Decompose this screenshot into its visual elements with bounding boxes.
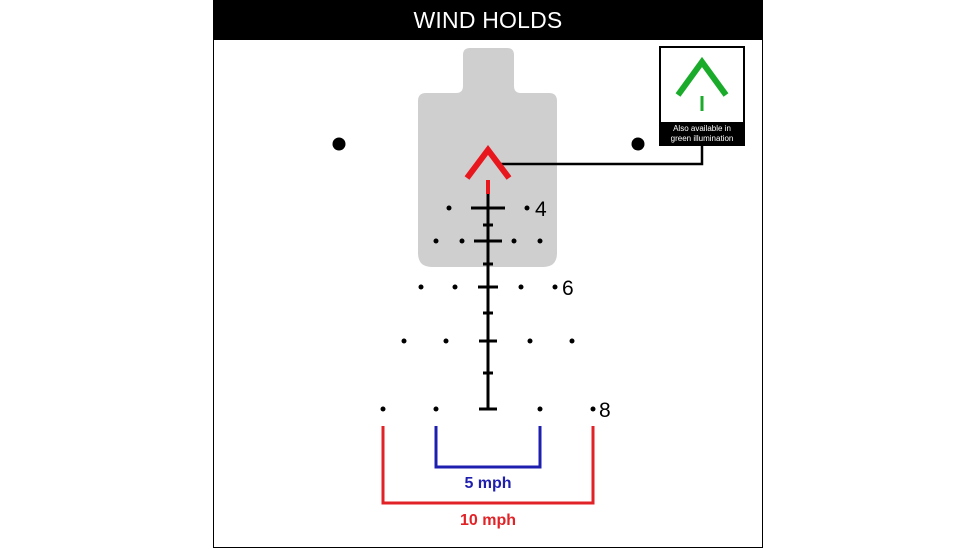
wind-dots-row-6	[418, 284, 558, 290]
hold-label-4: 4	[535, 198, 547, 221]
hold-label-6: 6	[562, 277, 574, 300]
wind-dots-row-7	[401, 338, 575, 344]
wind-dots-row-8	[380, 406, 596, 412]
wind-dots-row-4	[446, 205, 530, 211]
bracket-10-mph	[381, 426, 595, 505]
leader-line	[500, 145, 704, 166]
hold-label-8: 8	[599, 399, 611, 422]
bracket-10-mph-label: 10 mph	[460, 512, 516, 529]
inset-caption-line1: Also available in	[673, 124, 731, 133]
outer-dot-left	[332, 137, 346, 151]
page-title: WIND HOLDS	[213, 0, 763, 40]
bracket-5-mph	[434, 426, 542, 469]
inset-caption-bar	[661, 122, 743, 144]
wind-dots-row-5	[433, 238, 543, 244]
inset-caption-line2: green illumination	[671, 134, 734, 143]
bracket-5-mph-label: 5 mph	[464, 475, 511, 492]
outer-dot-right	[631, 137, 645, 151]
target-silhouette	[418, 48, 557, 267]
red-chevron-icon	[464, 145, 512, 180]
green-chevron-icon	[675, 56, 729, 97]
